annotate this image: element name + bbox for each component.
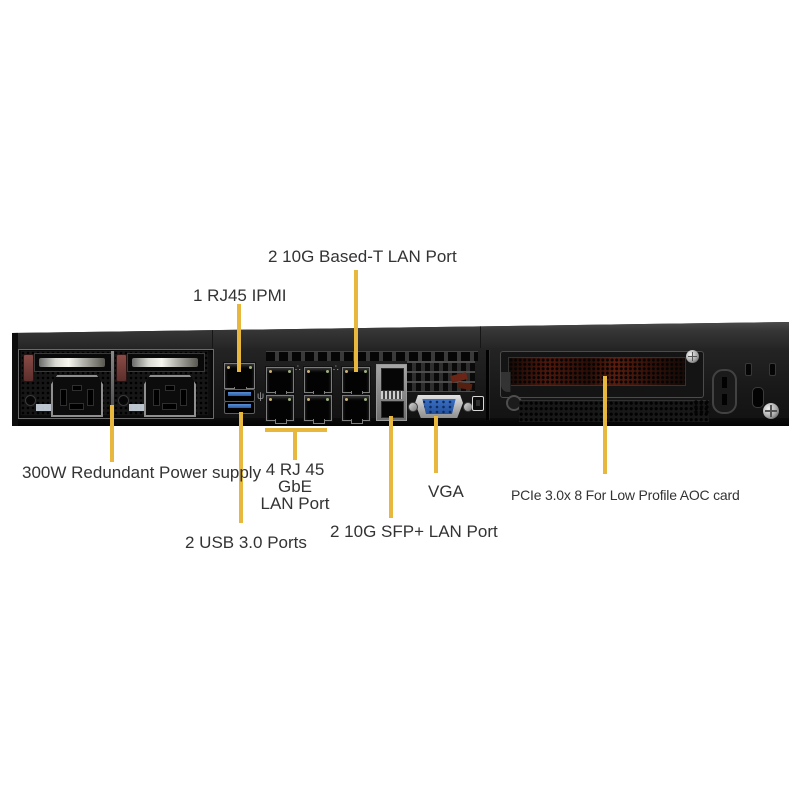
callout-line-ipmi [237, 304, 241, 372]
callout-line-sfp [389, 416, 393, 518]
callout-label-pcie: PCIe 3.0x 8 For Low Profile AOC card [511, 487, 740, 503]
side-slot-2 [769, 363, 776, 376]
dot-vents [694, 400, 711, 415]
gbe-lan-port-4 [304, 395, 332, 424]
callout-line-usb [239, 412, 243, 523]
sfp-plus-port-1 [381, 368, 404, 391]
callout-label-sfp: 2 10G SFP+ LAN Port [330, 522, 498, 541]
vent-strip [266, 351, 478, 361]
status-indicator [472, 396, 484, 411]
psu-handle [132, 358, 198, 367]
c14-power-inlet [144, 375, 196, 417]
pcie-bracket-screw [686, 350, 699, 363]
psu-screw-hole [25, 395, 36, 406]
lan-triangle-icon: ∴ [295, 363, 301, 373]
side-slot-1 [745, 363, 752, 376]
chassis-left-side [12, 332, 18, 426]
c14-power-inlet [51, 375, 103, 417]
chassis-screw [763, 403, 779, 419]
chassis-bottom-edge [12, 418, 789, 426]
callout-line-10g-baset [354, 270, 358, 372]
chassis-seam [212, 322, 213, 348]
psu-handle-recess [127, 353, 205, 372]
chassis-seam [480, 322, 481, 348]
lan-triangle-icon: ∴ [333, 363, 339, 373]
usb-icon: ψ [257, 391, 265, 402]
callout-line-vga [434, 416, 438, 473]
callout-label-10g-baset: 2 10G Based-T LAN Port [268, 247, 457, 266]
10g-baset-lan-port-2 [342, 395, 370, 424]
gbe-lan-port-3 [266, 395, 294, 424]
callout-line-psu [110, 405, 114, 462]
gbe-lan-port-2 [304, 367, 332, 396]
psu-release-latch [23, 354, 34, 382]
callout-label-usb: 2 USB 3.0 Ports [185, 533, 307, 552]
psu-handle [39, 358, 105, 367]
power-supply-module-2 [114, 351, 208, 417]
section-divider [486, 350, 489, 420]
callout-stem-gbe [293, 430, 297, 460]
callout-label-ipmi: 1 RJ45 IPMI [193, 286, 287, 305]
stadium-punchout [712, 369, 737, 414]
callout-label-psu: 300W Redundant Power supply [22, 463, 262, 482]
psu-screw-hole [118, 395, 129, 406]
pcie-bracket-tab [501, 372, 511, 392]
callout-line-pcie [603, 376, 607, 474]
psu-bay-divider [111, 351, 114, 415]
gbe-lan-port-1 [266, 367, 294, 396]
lower-vent-grille [519, 400, 709, 422]
psu-label-sticker [36, 404, 51, 411]
sfp-cage-emi-band [381, 391, 402, 399]
callout-label-gbe-line1: 4 RJ 45 GbE [265, 460, 325, 496]
callout-label-vga: VGA [428, 482, 464, 501]
pcie-slot-opening [508, 357, 686, 386]
vga-port [422, 399, 456, 414]
vga-screw-left [408, 402, 418, 412]
callout-label-gbe: 4 RJ 45 GbE LAN Port [248, 461, 342, 512]
psu-release-latch [116, 354, 127, 382]
sfp-plus-cage [376, 364, 407, 421]
lock-slot [752, 387, 764, 408]
power-supply-module-1 [21, 351, 113, 417]
callout-label-gbe-line2: LAN Port [260, 494, 330, 513]
psu-label-sticker [129, 404, 144, 411]
